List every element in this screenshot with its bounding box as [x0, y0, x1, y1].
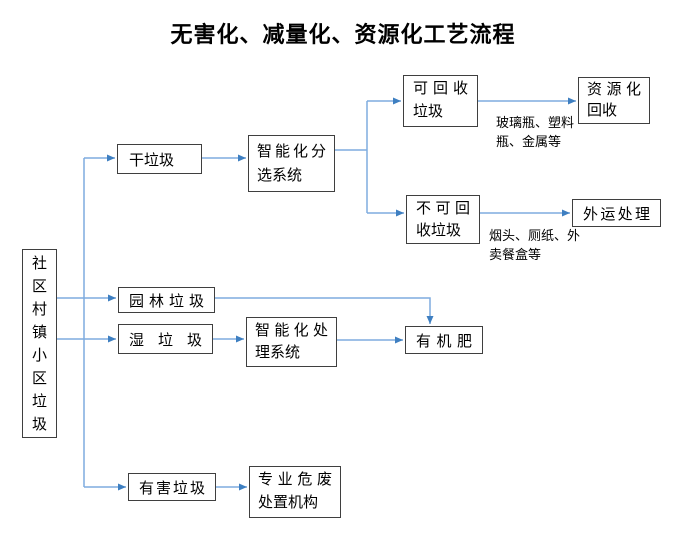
- node-source-waste: 社区村镇小区垃圾: [22, 249, 57, 438]
- node-outbound-disposal: 外运处理: [572, 199, 661, 227]
- node-dry-waste-label: 干垃圾: [129, 152, 175, 169]
- label-recyclable-examples: 玻璃瓶、塑料瓶、金属等: [496, 115, 575, 149]
- node-organic-fertilizer-label: 有机肥: [416, 333, 472, 350]
- node-non-recyclable-waste-label: 不可回收垃圾: [416, 200, 470, 239]
- node-source-waste-label: 社区村镇小区垃圾: [31, 256, 47, 433]
- node-resource-recycling: 资源化回收: [578, 77, 650, 124]
- node-hazardous-disposal-agency: 专业危废处置机构: [249, 466, 341, 518]
- node-wet-waste: 湿垃圾: [118, 324, 213, 354]
- node-recyclable-waste: 可回收垃圾: [403, 75, 478, 127]
- node-garden-waste: 园林垃圾: [118, 287, 215, 313]
- flowchart-title: 无害化、减量化、资源化工艺流程: [170, 22, 516, 47]
- node-sorting-system: 智能化分选系统: [248, 135, 335, 192]
- node-wet-waste-label: 湿垃圾: [129, 332, 202, 349]
- node-outbound-disposal-label: 外运处理: [583, 206, 650, 223]
- node-organic-fertilizer: 有机肥: [405, 326, 483, 354]
- node-recyclable-waste-label: 可回收垃圾: [413, 81, 468, 120]
- node-processing-system: 智能化处理系统: [246, 317, 337, 367]
- node-dry-waste: 干垃圾: [117, 144, 202, 174]
- label-non-recyclable-examples: 烟头、厕纸、外卖餐盒等: [489, 228, 581, 262]
- node-harmful-waste-label: 有害垃圾: [139, 480, 205, 497]
- node-harmful-waste: 有害垃圾: [128, 473, 216, 501]
- node-non-recyclable-waste: 不可回收垃圾: [406, 195, 480, 244]
- node-garden-waste-label: 园林垃圾: [129, 293, 204, 310]
- node-resource-recycling-label: 资源化回收: [587, 81, 641, 119]
- node-sorting-system-label: 智能化分选系统: [257, 143, 326, 184]
- node-processing-system-label: 智能化处理系统: [255, 323, 328, 361]
- node-hazardous-disposal-agency-label: 专业危废处置机构: [258, 472, 332, 511]
- connector-garden-organic: [215, 297, 434, 324]
